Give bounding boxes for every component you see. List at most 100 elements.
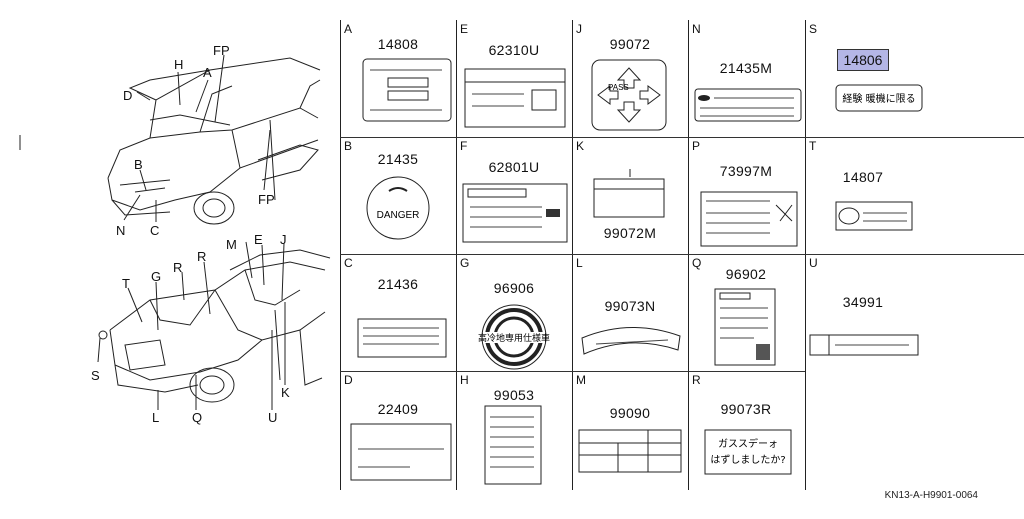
- warning-label-drawing: [694, 88, 802, 122]
- vehicle-line-drawing: [19, 54, 331, 410]
- part-number: 96902: [725, 266, 767, 282]
- callout-e: E: [254, 232, 263, 247]
- part-number: 99090: [609, 405, 651, 421]
- part-cell-u: U 34991: [805, 254, 1024, 371]
- grid-line: [340, 20, 341, 490]
- grid-line: [340, 371, 805, 372]
- callout-l: L: [152, 410, 160, 425]
- part-cell-g: G 96906 高冷地専用仕様車: [456, 254, 572, 371]
- tag-label-drawing: [593, 169, 665, 218]
- engine-label-drawing: 経験 暖機に限る: [835, 84, 923, 112]
- part-number: 14807: [842, 169, 884, 185]
- part-number: 34991: [842, 294, 884, 310]
- callout-r-1: R: [173, 260, 183, 275]
- reminder-label-drawing: ガススデーォ はずしましたか?: [704, 429, 792, 475]
- cell-letter: E: [460, 22, 469, 36]
- part-cell-d: D 22409: [340, 371, 456, 488]
- part-cell-j: J 99072 PASS: [572, 20, 688, 137]
- curved-label-drawing: [581, 326, 681, 355]
- cell-letter: J: [576, 22, 582, 36]
- cell-letter: B: [344, 139, 353, 153]
- part-number: 21435M: [719, 60, 773, 76]
- part-number: 62801U: [488, 159, 540, 175]
- grid-line: [805, 20, 806, 490]
- part-cell-s: S 14806 経験 暖機に限る: [805, 20, 1024, 137]
- grid-line: [340, 137, 1024, 138]
- diagram-code: KN13-A-H9901-0064: [884, 490, 978, 501]
- cell-letter: M: [576, 373, 586, 387]
- table-label-drawing: [578, 429, 682, 473]
- warning-label-drawing: [357, 318, 447, 358]
- cell-letter: T: [809, 139, 817, 153]
- grid-line: [340, 254, 1024, 255]
- callout-u: U: [268, 410, 278, 425]
- callout-q: Q: [192, 410, 203, 425]
- document-label-drawing: [714, 288, 776, 366]
- part-number: 14808: [377, 36, 419, 52]
- cell-letter: C: [344, 256, 353, 270]
- callout-m: M: [226, 237, 237, 252]
- cell-letter: P: [692, 139, 701, 153]
- part-number: 62310U: [488, 42, 540, 58]
- part-number: 21435: [377, 151, 419, 167]
- part-number: 22409: [377, 401, 419, 417]
- grid-line: [572, 20, 573, 490]
- warning-label-drawing: [835, 201, 913, 231]
- cell-letter: R: [692, 373, 701, 387]
- callout-b: B: [134, 157, 143, 172]
- grid-line: [688, 20, 689, 490]
- pass-text: PASS: [608, 83, 629, 92]
- part-number: 21436: [377, 276, 419, 292]
- cell-letter: K: [576, 139, 585, 153]
- engine-label-text: 経験 暖機に限る: [842, 92, 915, 105]
- cell-letter: F: [460, 139, 468, 153]
- part-number-highlighted[interactable]: 14806: [836, 49, 890, 71]
- callout-g: G: [151, 269, 162, 284]
- callout-j: J: [280, 232, 287, 247]
- warning-label-drawing: [700, 191, 798, 247]
- part-number: 96906: [493, 280, 535, 296]
- warning-label-drawing: [350, 423, 452, 481]
- warning-label-drawing: [462, 183, 568, 243]
- part-cell-n: N 21435M: [688, 20, 804, 137]
- callout-a: A: [203, 65, 212, 80]
- document-label-drawing: [484, 405, 542, 485]
- callout-fp-upper: FP: [213, 43, 230, 58]
- part-cell-a: A 14808: [340, 20, 456, 137]
- danger-label-drawing: DANGER: [366, 176, 430, 240]
- part-cell-m: M 99090: [572, 371, 688, 488]
- direction-label-drawing: PASS: [591, 59, 667, 131]
- callout-d: D: [123, 88, 133, 103]
- callout-k: K: [281, 385, 290, 400]
- part-cell-b: B 21435 DANGER: [340, 137, 456, 254]
- part-number: 99053: [493, 387, 535, 403]
- part-number: 99072M: [603, 225, 657, 241]
- cell-letter: A: [344, 22, 353, 36]
- callout-s: S: [91, 368, 100, 383]
- callout-t: T: [122, 276, 130, 291]
- part-number: 99073R: [720, 401, 772, 417]
- reminder-text-line2: はずしましたか?: [710, 454, 785, 466]
- warning-label-drawing: [464, 68, 566, 128]
- part-cell-r: R 99073R ガススデーォ はずしましたか?: [688, 371, 804, 488]
- part-cell-p: P 73997M: [688, 137, 804, 254]
- part-number: 99073N: [604, 298, 656, 314]
- part-cell-t: T 14807: [805, 137, 1024, 254]
- grid-line: [456, 20, 457, 490]
- part-cell-k: K 99072M: [572, 137, 688, 254]
- part-cell-f: F 62801U: [456, 137, 572, 254]
- cell-letter: H: [460, 373, 469, 387]
- decal-drawing: 高冷地専用仕様車: [478, 304, 550, 370]
- cell-letter: D: [344, 373, 353, 387]
- reminder-text-line1: ガススデーォ: [718, 437, 778, 450]
- part-cell-q: Q 96902: [688, 254, 804, 371]
- vehicle-illustrations: FP H A D B FP N C M E J T G R R S L Q K …: [0, 0, 340, 519]
- strip-label-drawing: [809, 334, 919, 356]
- callout-r-2: R: [197, 249, 207, 264]
- part-cell-l: L 99073N: [572, 254, 688, 371]
- decal-text: 高冷地専用仕様車: [478, 332, 550, 344]
- cell-letter: S: [809, 22, 818, 36]
- cell-letter: U: [809, 256, 818, 270]
- cell-letter: L: [576, 256, 583, 270]
- part-number: 73997M: [719, 163, 773, 179]
